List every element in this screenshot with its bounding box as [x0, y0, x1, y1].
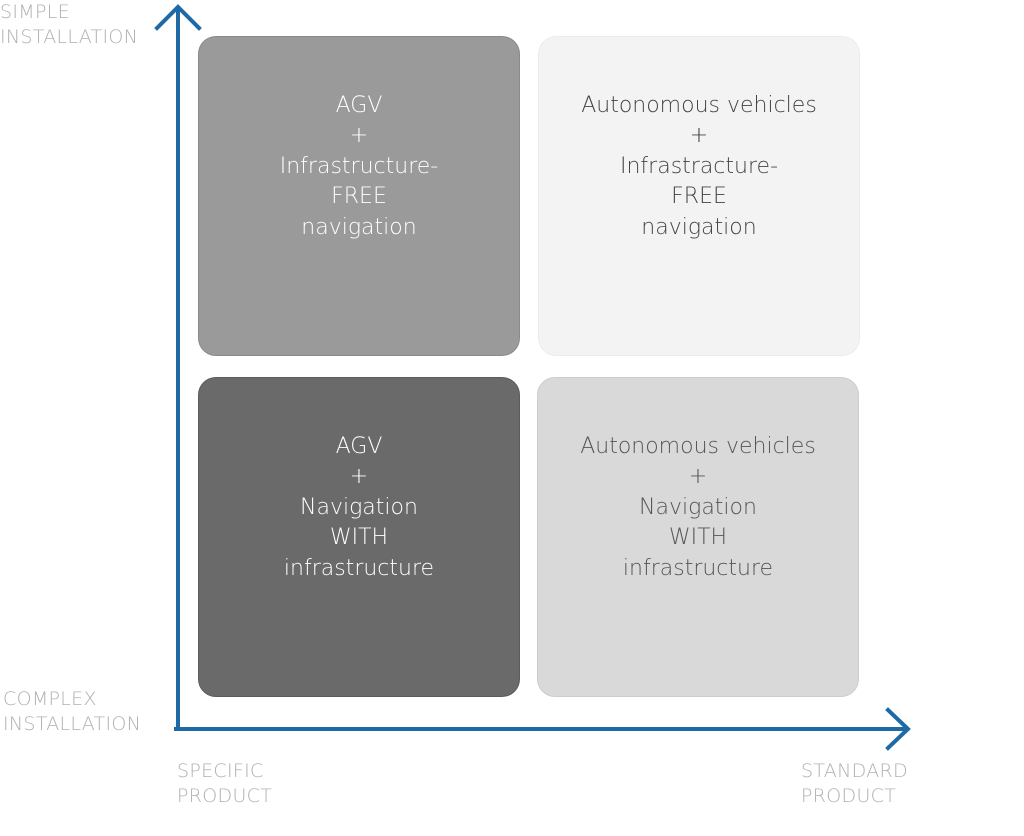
quadrant-line: WITH	[668, 525, 728, 551]
quadrant-bottom-right: Autonomous vehicles + Navigation WITH in…	[537, 377, 859, 697]
quadrant-line: +	[349, 464, 369, 490]
quadrant-line: WITH	[329, 525, 389, 551]
quadrant-line: FREE	[331, 184, 387, 210]
quadrant-line: infrastructure	[622, 555, 774, 581]
quadrant-line: AGV	[335, 433, 383, 459]
y-axis-bottom-label-line1: COMPLEX	[3, 688, 97, 710]
x-axis-left-label-line2: PRODUCT	[177, 785, 273, 807]
quadrant-top-right-text: Autonomous vehicles + Infrastracture- FR…	[581, 91, 817, 244]
quadrant-line: +	[349, 123, 369, 149]
x-axis-right-label: STANDARD PRODUCT	[801, 759, 908, 809]
quadrant-bottom-right-text: Autonomous vehicles + Navigation WITH in…	[580, 432, 816, 585]
quadrant-line: infrastructure	[283, 555, 435, 581]
y-axis-top-label: SIMPLE INSTALLATION	[0, 0, 138, 50]
y-axis-bottom-label-line2: INSTALLATION	[3, 713, 142, 735]
quadrant-top-left-text: AGV + Infrastructure- FREE navigation	[280, 91, 438, 244]
quadrant-line: navigation	[301, 214, 417, 240]
x-axis-left-label: SPECIFIC PRODUCT	[177, 759, 272, 809]
x-axis-right-label-line1: STANDARD	[801, 760, 908, 782]
x-axis-right-label-line2: PRODUCT	[801, 785, 897, 807]
quadrant-line: Navigation	[300, 494, 418, 520]
x-axis-arrowhead	[885, 707, 911, 751]
quadrant-top-right: Autonomous vehicles + Infrastracture- FR…	[538, 36, 860, 356]
quadrant-line: navigation	[641, 214, 757, 240]
y-axis-arrowhead	[154, 4, 202, 31]
quadrant-line: FREE	[671, 184, 727, 210]
quadrant-bottom-left-text: AGV + Navigation WITH infrastructure	[284, 432, 434, 585]
quadrant-line: Autonomous vehicles	[580, 433, 816, 459]
y-axis-bottom-label: COMPLEX INSTALLATION	[3, 687, 141, 737]
quadrant-line: Autonomous vehicles	[581, 92, 817, 118]
quadrant-line: Navigation	[639, 494, 757, 520]
quadrant-line: +	[689, 123, 709, 149]
y-axis-top-label-line1: SIMPLE	[0, 1, 70, 23]
quadrant-line: +	[688, 464, 708, 490]
quadrant-line: Infrastracture-	[619, 153, 779, 179]
quadrant-top-left: AGV + Infrastructure- FREE navigation	[198, 36, 520, 356]
quadrant-line: Infrastructure-	[279, 153, 439, 179]
x-axis-left-label-line1: SPECIFIC	[177, 760, 264, 782]
quadrant-line: AGV	[335, 92, 383, 118]
quadrant-bottom-left: AGV + Navigation WITH infrastructure	[198, 377, 520, 697]
y-axis-top-label-line2: INSTALLATION	[0, 26, 139, 48]
